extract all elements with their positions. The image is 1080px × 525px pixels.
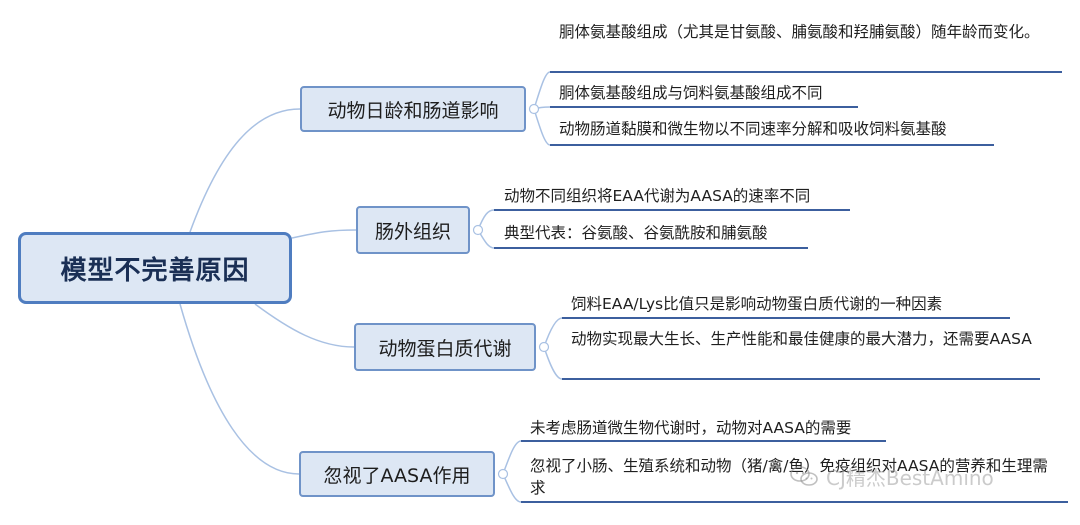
leaf-node[interactable]: 动物不同组织将EAA代谢为AASA的速率不同: [504, 187, 811, 205]
branch-1-leaf-1-line: [533, 71, 551, 110]
wechat-icon: [790, 466, 818, 486]
branch-1-leaf-3-line: [533, 108, 551, 146]
branch-node-age-and-gut[interactable]: 动物日龄和肠道影响: [300, 86, 526, 132]
root-node[interactable]: 模型不完善原因: [18, 232, 292, 304]
branch-node-extraintestinal-tissue[interactable]: 肠外组织: [356, 206, 470, 254]
branch-3-leaf-2-line: [543, 346, 563, 380]
leaf-node[interactable]: 动物实现最大生长、生产性能和最佳健康的最大潜力，还需要AASA: [571, 330, 1032, 348]
root-to-branch-4-line: [179, 303, 300, 475]
leaf-node[interactable]: 胴体氨基酸组成与饲料氨基酸组成不同: [559, 84, 823, 102]
root-to-branch-3-line: [254, 303, 355, 348]
branch-1-collapse-handle: [528, 103, 540, 115]
leaf-node[interactable]: 饲料EAA/Lys比值只是影响动物蛋白质代谢的一种因素: [571, 295, 943, 313]
watermark-text: CJ精杰BestAmino: [826, 466, 994, 490]
branch-4-collapse-handle: [497, 468, 509, 480]
root-to-branch-1-line: [189, 108, 301, 233]
leaf-node[interactable]: 动物肠道黏膜和微生物以不同速率分解和吸收饲料氨基酸: [559, 120, 947, 138]
branch-node-protein-metabolism[interactable]: 动物蛋白质代谢: [354, 323, 536, 371]
leaf-node[interactable]: 典型代表：谷氨酸、谷氨酰胺和脯氨酸: [504, 224, 768, 242]
branch-4-leaf-1-line: [502, 440, 522, 475]
branch-3-collapse-handle: [538, 341, 550, 353]
branch-node-ignored-aasa[interactable]: 忽视了AASA作用: [299, 451, 495, 497]
leaf-node[interactable]: 忽视了小肠、生殖系统和动物（猪/禽/鱼）免疫组织对AASA的营养和生理需求: [530, 457, 1048, 497]
branch-3-leaf-1-line: [543, 317, 563, 348]
leaf-node[interactable]: 胴体氨基酸组成（尤其是甘氨酸、脯氨酸和羟脯氨酸）随年龄而变化。: [559, 23, 1040, 41]
branch-2-collapse-handle: [472, 224, 484, 236]
root-to-branch-2-line: [291, 229, 357, 239]
leaf-node[interactable]: 未考虑肠道微生物代谢时，动物对AASA的需要: [530, 419, 852, 437]
